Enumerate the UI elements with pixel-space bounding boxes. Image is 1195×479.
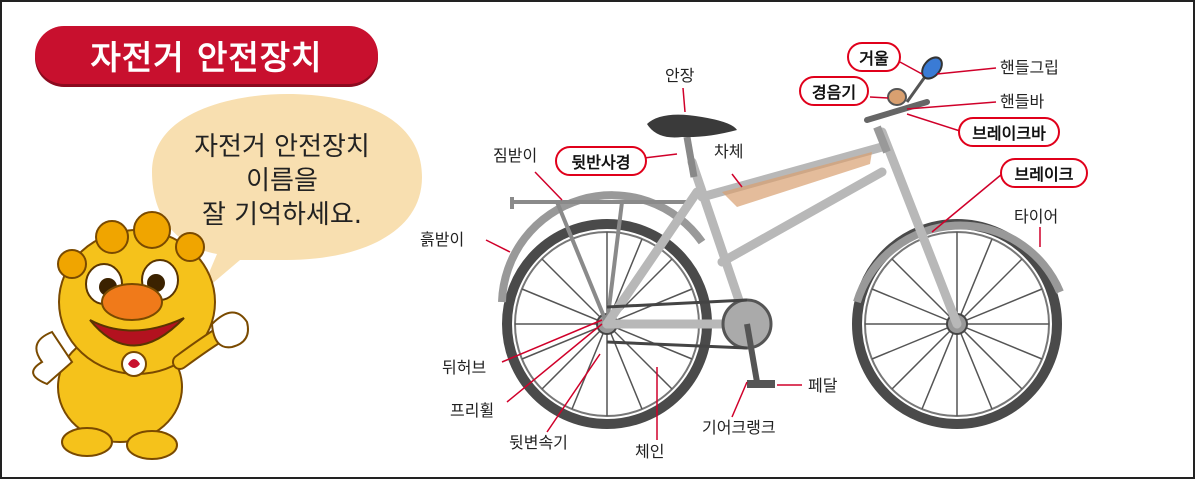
label-frame: 차체 xyxy=(714,142,744,161)
bike-frame xyxy=(602,127,962,329)
label-fender: 흙받이 xyxy=(420,230,465,249)
front-fender xyxy=(853,221,1064,304)
speech-bubble xyxy=(152,94,422,294)
saddle-shape xyxy=(647,114,737,138)
bubble-line-2: 이름을 xyxy=(246,166,318,196)
label-handle-grip: 핸들그립 xyxy=(1000,58,1059,77)
rear-fender xyxy=(498,191,706,303)
label-handlebar: 핸들바 xyxy=(1000,92,1045,111)
label-brake-lever: 브레이크바 xyxy=(958,117,1060,147)
label-mirror: 거울 xyxy=(847,42,901,72)
speech-bubble-text: 자전거 안전장치 이름을 잘 기억하세요. xyxy=(152,130,412,232)
label-bell: 경음기 xyxy=(799,76,869,106)
label-rear-rack: 짐받이 xyxy=(493,146,538,165)
label-brake: 브레이크 xyxy=(1000,158,1088,188)
rear-rack xyxy=(510,197,692,325)
label-tire: 타이어 xyxy=(1014,207,1059,226)
label-saddle: 안장 xyxy=(665,66,695,85)
label-derailleur: 뒷변속기 xyxy=(509,433,568,452)
label-crank: 기어크랭크 xyxy=(702,418,776,437)
mascot-icon xyxy=(32,211,249,460)
bicycle-illustration xyxy=(498,56,1064,429)
bubble-line-1: 자전거 안전장치 xyxy=(194,132,370,162)
bubble-line-3: 잘 기억하세요. xyxy=(201,200,363,230)
label-pedal: 페달 xyxy=(808,376,838,395)
label-freewheel: 프리휠 xyxy=(450,401,495,420)
label-rear-hub: 뒤허브 xyxy=(442,358,487,377)
label-chain: 체인 xyxy=(635,442,665,461)
page-title: 자전거 안전장치 xyxy=(35,26,378,84)
leader-lines xyxy=(485,61,1041,440)
label-seatpost-reflector: 뒷반사경 xyxy=(555,146,647,176)
